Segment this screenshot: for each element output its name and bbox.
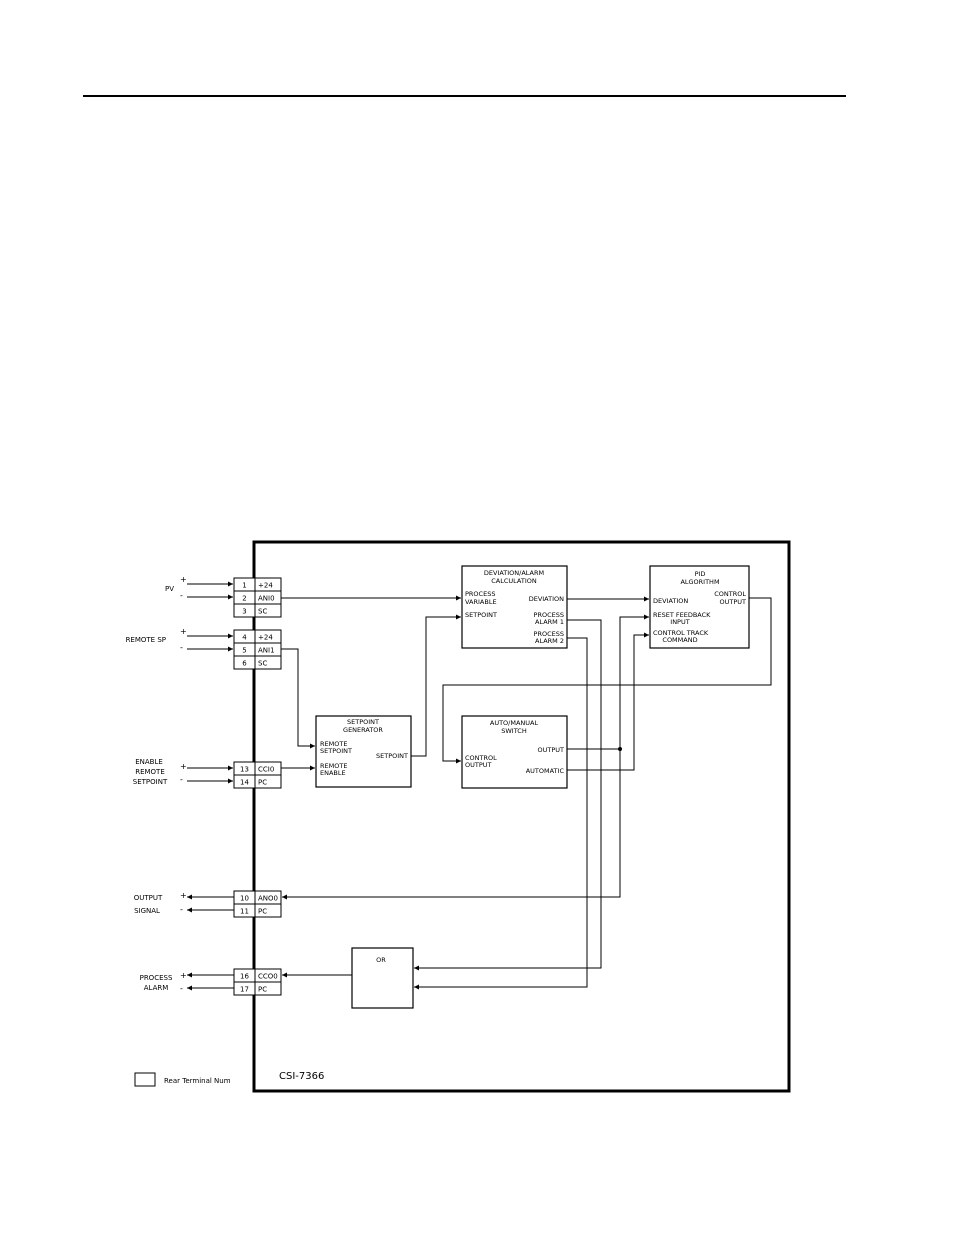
alm-minus: - (180, 984, 183, 993)
pid-in-track-1: CONTROL TRACK (653, 629, 709, 637)
am-out-automatic: AUTOMATIC (526, 767, 565, 775)
dev-in-pv-1: PROCESS (465, 590, 495, 598)
terminal-number: 6 (242, 660, 247, 668)
out-minus: - (180, 905, 183, 914)
terminal-number: 17 (240, 986, 249, 994)
terminal-name: ANO0 (258, 895, 278, 903)
wire-ani1-to-rsp (281, 648, 315, 749)
pid-in-deviation: DEVIATION (653, 597, 688, 605)
deviation-alarm-block (461, 565, 568, 649)
output-label-2: SIGNAL (134, 907, 160, 915)
terminal-name: PC (258, 986, 267, 994)
am-in-co-2: OUTPUT (465, 761, 492, 769)
enable-label-2: REMOTE (135, 768, 165, 776)
alm-plus: + (180, 971, 187, 980)
auto-manual-block (461, 715, 568, 789)
enable-label-3: SETPOINT (133, 778, 168, 786)
or-title: OR (376, 956, 386, 964)
am-out-output: OUTPUT (538, 746, 565, 754)
pid-title-1: PID (695, 570, 706, 578)
wire-pid-out-to-am (442, 597, 772, 764)
process-alarm-label-2: ALARM (144, 984, 169, 992)
wire-output-to-reset (567, 614, 649, 750)
wire-alarm2-to-or (414, 637, 588, 990)
drawing-number: CSI-7366 (279, 1071, 324, 1082)
spg-title-1: SETPOINT (347, 718, 379, 726)
dev-out-deviation: DEVIATION (529, 595, 564, 603)
en-minus: - (180, 775, 183, 784)
or-gate-block (351, 947, 414, 1009)
pid-out-1: CONTROL (714, 590, 746, 598)
dev-out-alarm1-2: ALARM 1 (535, 618, 564, 626)
terminal-name: ANI0 (258, 595, 275, 603)
dev-in-pv-2: VARIABLE (465, 598, 497, 606)
terminal-name: SC (258, 660, 267, 668)
terminal-number: 3 (242, 608, 246, 616)
terminal-number: 4 (242, 634, 247, 642)
module-enclosure (252, 540, 791, 1093)
wire-alarm1-to-or (414, 619, 602, 971)
terminal-name: PC (258, 908, 267, 916)
dev-out-alarm1-1: PROCESS (534, 611, 564, 619)
terminal-name: PC (258, 779, 267, 787)
pv-plus: + (180, 575, 187, 584)
am-title-2: SWITCH (501, 727, 527, 735)
terminal-number: 11 (240, 908, 249, 916)
terminal-name: +24 (258, 634, 273, 642)
terminal-number: 10 (240, 895, 249, 903)
process-alarm-label-1: PROCESS (140, 974, 173, 982)
wire-sp-to-dev (411, 614, 461, 757)
enable-label-1: ENABLE (135, 758, 163, 766)
terminal-number: 2 (242, 595, 246, 603)
terminal-name: +24 (258, 582, 273, 590)
header-rule (83, 95, 846, 97)
terminal-number: 13 (240, 766, 249, 774)
pid-in-reset-2: INPUT (670, 618, 689, 626)
setpoint-generator-block (315, 715, 412, 788)
am-title-1: AUTO/MANUAL (490, 719, 539, 727)
out-plus: + (180, 891, 187, 900)
terminal-name: CCO0 (258, 973, 278, 981)
terminal-number: 5 (242, 647, 246, 655)
am-in-co-1: CONTROL (465, 754, 497, 762)
terminal-name: SC (258, 608, 267, 616)
spg-title-2: GENERATOR (343, 726, 383, 734)
terminal-number: 14 (240, 779, 249, 787)
pv-label: PV (165, 585, 174, 593)
terminal-number: 16 (240, 973, 249, 981)
en-plus: + (180, 762, 187, 771)
spg-in-rsp-2: SETPOINT (320, 747, 352, 755)
pv-minus: - (180, 591, 183, 600)
pid-in-reset-1: RESET FEEDBACK (653, 611, 711, 619)
spg-in-ren-2: ENABLE (320, 769, 346, 777)
legend-box (134, 1072, 156, 1087)
pid-in-track-2: COMMAND (662, 636, 697, 644)
remote-sp-label: REMOTE SP (126, 636, 166, 644)
deviation-alarm-title-2: CALCULATION (491, 577, 537, 585)
dev-in-sp: SETPOINT (465, 611, 497, 619)
terminal-number: 1 (242, 582, 246, 590)
wire-auto-to-track (567, 632, 649, 771)
pid-block (649, 565, 750, 649)
output-label-1: OUTPUT (134, 894, 163, 902)
terminal-name: CCI0 (258, 766, 274, 774)
pid-out-2: OUTPUT (720, 598, 747, 606)
rsp-minus: - (180, 643, 183, 652)
wire-output-to-ano0 (282, 749, 621, 900)
spg-out-sp: SETPOINT (376, 752, 408, 760)
pid-title-2: ALGORITHM (680, 578, 719, 586)
deviation-alarm-title-1: DEVIATION/ALARM (484, 569, 544, 577)
terminal-name: ANI1 (258, 647, 275, 655)
dev-out-alarm2-2: ALARM 2 (535, 637, 564, 645)
spg-in-rsp-1: REMOTE (320, 740, 347, 748)
legend-text: Rear Terminal Num (164, 1077, 231, 1085)
dev-out-alarm2-1: PROCESS (534, 630, 564, 638)
rsp-plus: + (180, 627, 187, 636)
spg-in-ren-1: REMOTE (320, 762, 347, 770)
